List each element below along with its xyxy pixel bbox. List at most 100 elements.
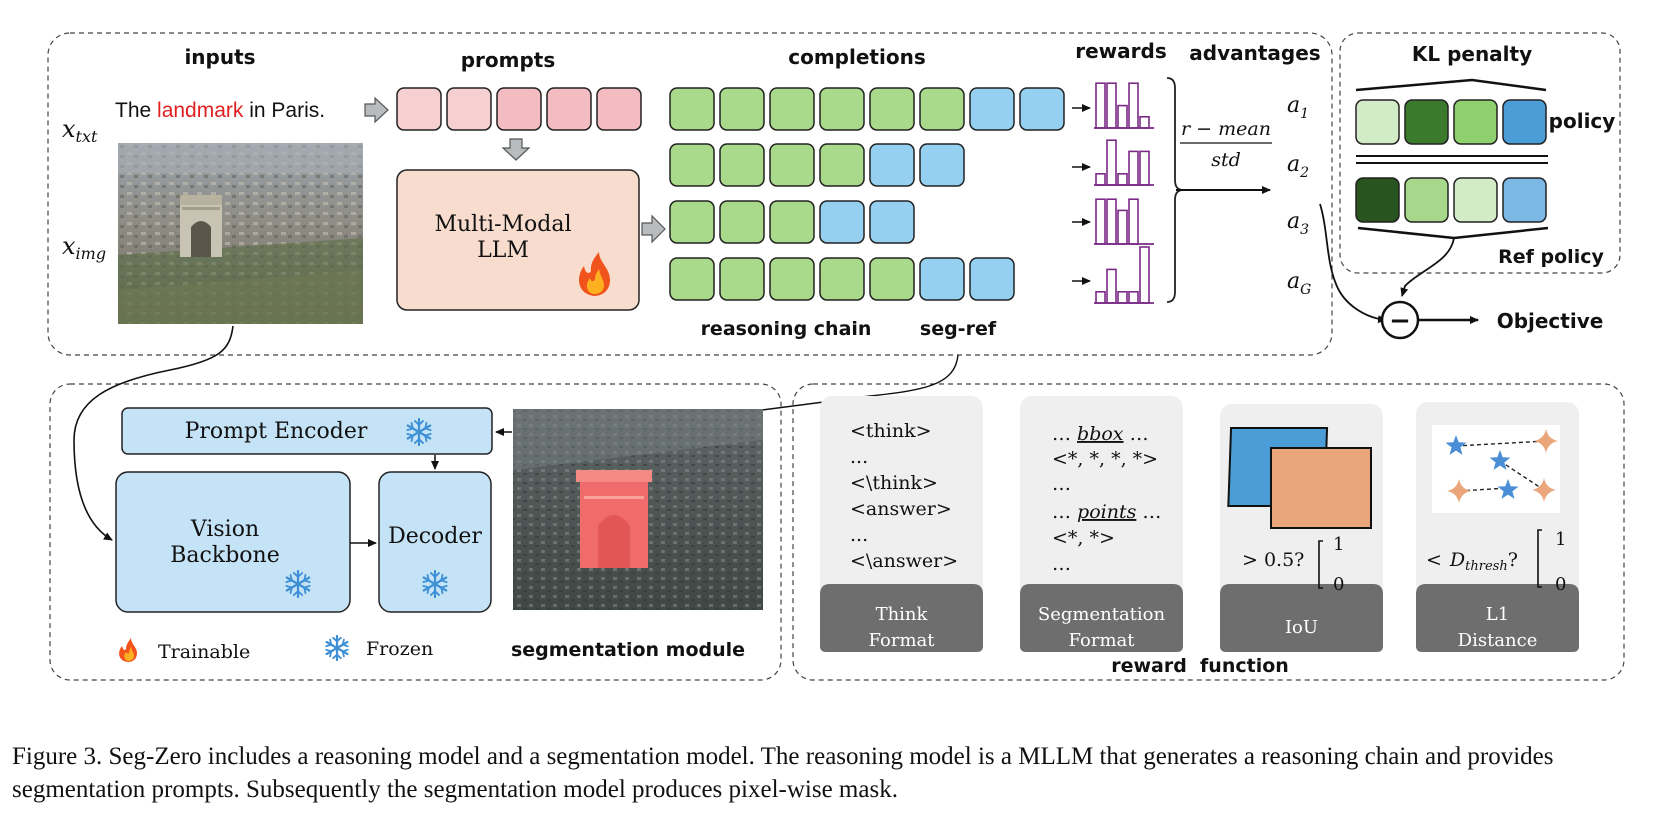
kl-panel	[1339, 32, 1621, 274]
reward-bar	[1117, 104, 1128, 129]
arrow-input-to-prompts	[364, 96, 389, 124]
prompt-token	[496, 87, 542, 131]
advantages-label: advantages	[1189, 41, 1320, 65]
advantage-to-objective-arrow	[1319, 203, 1387, 324]
input-image	[118, 143, 363, 324]
prompt-encoder: Prompt Encoder	[121, 407, 493, 455]
policy-token	[1453, 99, 1498, 145]
reward-bar	[1106, 198, 1117, 245]
reward-bar	[1095, 82, 1106, 129]
reward-bar	[1139, 246, 1150, 304]
x-img-label: ximg	[62, 232, 106, 263]
x-txt-label: xtxt	[62, 115, 98, 146]
think-line: <\think>	[850, 472, 938, 494]
reward-panel	[792, 383, 1625, 681]
reward-bar	[1139, 116, 1150, 129]
advantage-label: a2	[1287, 152, 1309, 181]
reward-histograms	[1094, 82, 1154, 304]
svg-text:… bbox …: … bbox …	[1052, 423, 1149, 445]
think-line: <\answer>	[850, 550, 958, 572]
completions-label: completions	[788, 45, 925, 69]
reward-bar	[1117, 173, 1128, 186]
svg-text:Decoder: Decoder	[388, 524, 482, 549]
reward-bar	[1139, 150, 1150, 186]
input-sentence: The landmark in Paris.	[115, 99, 325, 122]
reward-card-footer	[1416, 584, 1579, 652]
think-format-content: <think>...<\think><answer>...<\answer>	[850, 420, 958, 572]
policy-token	[1502, 177, 1547, 223]
svg-text:Backbone: Backbone	[170, 543, 279, 568]
svg-text:1: 1	[1333, 534, 1344, 555]
seg-ref-token	[919, 257, 965, 301]
think-line: <think>	[850, 420, 932, 442]
seg-ref-token	[969, 87, 1015, 131]
seg-ref-token	[1019, 87, 1065, 131]
reward-bar	[1106, 268, 1117, 304]
think-line: ...	[850, 524, 868, 546]
reward-function-label: reward function	[1111, 655, 1289, 677]
reward-bar	[1128, 150, 1139, 186]
iou-condition: > 0.5? 1 0	[1242, 534, 1344, 595]
policy-top-bar	[1355, 78, 1547, 92]
seg-ref-token	[869, 200, 915, 244]
svg-text:Multi-Modal: Multi-Modal	[434, 212, 571, 237]
completion-to-reward-arrows	[1072, 104, 1091, 285]
reasoning-token	[669, 143, 715, 187]
svg-text:0: 0	[1333, 574, 1344, 595]
seg-ref-token	[969, 257, 1015, 301]
reward-card-footer	[820, 584, 983, 652]
sparkle-icon	[1447, 479, 1471, 503]
minus-sign: −	[1389, 306, 1411, 336]
prompts-label: prompts	[461, 48, 556, 72]
policy-token	[1502, 99, 1547, 145]
reasoning-token	[769, 257, 815, 301]
fire-icon	[578, 252, 610, 296]
reward-bar	[1095, 290, 1106, 304]
objective-label: Objective	[1497, 309, 1604, 333]
l1-condition: <Dthresh? 1 0	[1426, 529, 1566, 595]
reward-bar	[1128, 290, 1139, 304]
kl-to-objective-arrow	[1400, 237, 1455, 297]
reasoning-token	[719, 200, 765, 244]
figure-caption: Figure 3. Seg-Zero includes a reasoning …	[12, 743, 1554, 803]
policy-tokens	[1355, 99, 1547, 145]
svg-text:<*, *, *, *>: <*, *, *, *>	[1052, 448, 1158, 470]
seg-ref-label: seg-ref	[920, 318, 997, 340]
reward-bar	[1117, 290, 1128, 304]
star-icon	[1489, 450, 1511, 470]
frozen-label: Frozen	[366, 638, 433, 660]
decoder: Decoder	[378, 471, 492, 613]
sparkle-icon	[1532, 478, 1556, 502]
segmentation-output-image	[513, 409, 763, 610]
completion-tokens	[669, 87, 1065, 301]
advantage-label: aG	[1287, 269, 1311, 298]
reasoning-token	[819, 143, 865, 187]
kl-penalty-label: KL penalty	[1412, 42, 1532, 66]
reasoning-token	[769, 200, 815, 244]
svg-text:Vision: Vision	[190, 517, 259, 542]
svg-text:…: …	[1052, 553, 1071, 575]
svg-text:…: …	[1052, 473, 1071, 495]
reward-card-title: Think	[876, 604, 929, 625]
prompt-token	[446, 87, 492, 131]
reasoning-token	[669, 200, 715, 244]
prompt-token	[396, 87, 442, 131]
reward-card-title: L1	[1486, 604, 1509, 625]
reward-card-footer	[1020, 584, 1183, 652]
reasoning-token	[669, 87, 715, 131]
arrow-prompts-to-llm	[501, 138, 531, 161]
advantage-label: a3	[1287, 209, 1309, 238]
reward-bar	[1106, 139, 1117, 186]
reasoning-token	[919, 87, 965, 131]
policy-token	[1404, 177, 1449, 223]
prompt-token	[546, 87, 592, 131]
image-to-backbone-arrow	[73, 325, 234, 541]
policy-token	[1355, 99, 1400, 145]
think-line: <answer>	[850, 498, 952, 520]
prompt-token	[596, 87, 642, 131]
snowflake-icon	[285, 569, 311, 599]
ref-policy-label: Ref policy	[1498, 246, 1604, 268]
svg-text:<*, *>: <*, *>	[1052, 527, 1115, 549]
